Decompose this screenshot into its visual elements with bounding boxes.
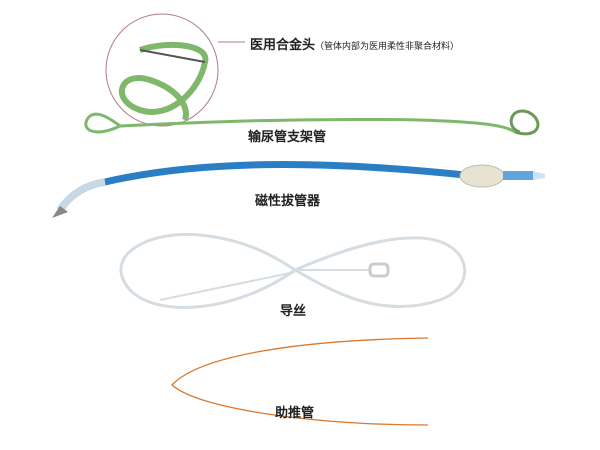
alloy-tip-note: （管体内部为医用柔性非聚合材料） [315, 42, 460, 52]
magnetic-extractor [52, 161, 545, 218]
alloy-tip-label: 医用合金头（管体内部为医用柔性非聚合材料） [250, 34, 459, 53]
guide-wire [119, 232, 467, 309]
pusher-tube-label: 助推管 [275, 406, 315, 421]
ureteral-stent [84, 109, 540, 136]
pusher-tube [171, 337, 429, 426]
magnetic-extractor-label: 磁性拔管器 [255, 194, 321, 209]
alloy-tip-text: 医用合金头 [250, 38, 316, 53]
magnified-tip-view [105, 13, 219, 127]
guide-wire-label: 导丝 [280, 304, 307, 319]
ureteral-stent-label: 输尿管支架管 [248, 130, 327, 145]
